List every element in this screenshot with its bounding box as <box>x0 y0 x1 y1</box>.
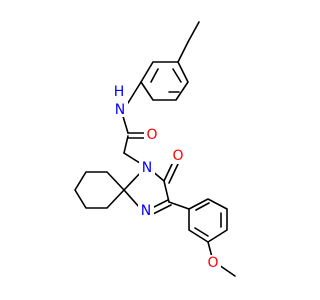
bond-carbonyl-ch2 <box>123 135 129 154</box>
nh-nitrogen-label: N <box>115 102 125 118</box>
imine-nitrogen-label: N <box>141 203 151 219</box>
carbonyl-oxygen-label: O <box>146 127 157 143</box>
bond-imine-c-ketone-c <box>163 180 170 203</box>
bond-ethyl-ch3-ch2 <box>187 21 200 43</box>
amide-nitrogen-label: N <box>142 160 152 176</box>
atom-labels: N H O N O N O <box>112 84 221 271</box>
bonds <box>74 21 236 277</box>
molecule-structure-diagram: N H O N O N O <box>74 21 236 277</box>
nh-label-bg <box>112 101 128 117</box>
bond-methoxy-o-ch3 <box>218 264 236 277</box>
bond-ketone-o-1 <box>163 161 174 182</box>
amide-nitrogen-label-bg <box>139 160 155 176</box>
bond-imine-double-2 <box>152 204 172 215</box>
bond-methoxyphenyl-double-3 <box>194 227 209 237</box>
bond-cyclohexane-ring <box>74 171 125 209</box>
nh-h-label-bg <box>112 86 126 100</box>
ketone-oxygen-label-bg <box>170 148 186 164</box>
bond-aryl-methoxy-o <box>207 241 213 258</box>
bond-ethyl-ch2-ring <box>177 41 189 63</box>
methoxy-oxygen-label: O <box>207 255 218 271</box>
bond-phenyl-nh <box>127 81 142 104</box>
methoxy-oxygen-label-bg <box>205 255 221 271</box>
ketone-oxygen-label: O <box>172 148 183 164</box>
bond-ethylphenyl-double-3 <box>172 68 182 83</box>
bond-methoxyphenyl-double-1 <box>195 202 210 211</box>
nh-hydrogen-label: H <box>114 84 125 100</box>
bond-spiro-imine-n <box>123 189 141 209</box>
molecule-svg: N H O N O N O <box>74 21 236 277</box>
bond-ketone-o-2 <box>168 163 179 184</box>
carbonyl-oxygen-label-bg <box>144 127 160 143</box>
bond-imine-c-aryl <box>168 201 190 210</box>
bond-ethylphenyl-ring <box>140 61 189 101</box>
imine-nitrogen-label-bg <box>138 202 154 218</box>
bond-methoxyphenyl-ring <box>188 198 228 243</box>
bond-ethylphenyl-double-1 <box>150 68 159 83</box>
